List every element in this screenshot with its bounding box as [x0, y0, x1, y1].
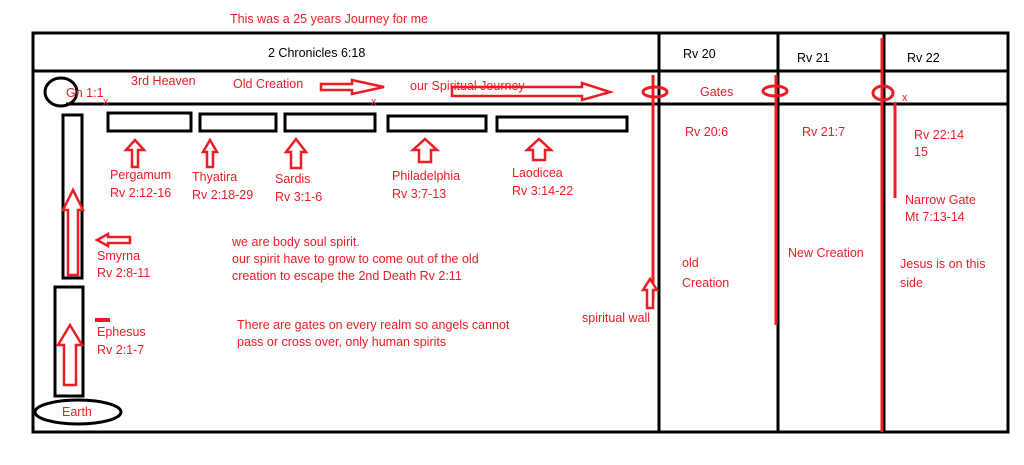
- earth-label: Earth: [62, 405, 92, 419]
- jesus-side-label: Jesus is on this side: [900, 256, 985, 292]
- arrow-right-icon: [450, 81, 615, 102]
- spiritual-wall-label: spiritual wall: [582, 311, 651, 325]
- philadelphia-box: [386, 114, 488, 133]
- church-name: Sardis: [275, 172, 311, 186]
- church-ref: Rv 3:14-22: [512, 184, 574, 198]
- laodicea-box: [495, 115, 629, 133]
- church-name: Smyrna: [97, 249, 141, 263]
- arrow-left-icon: [94, 231, 132, 249]
- church-ref: Rv 2:12-16: [110, 186, 172, 200]
- church-smyrna: Smyrna Rv 2:8-11: [97, 248, 150, 282]
- diagram-title: This was a 25 years Journey for me: [230, 12, 428, 26]
- header-main: 2 Chronicles 6:18: [268, 46, 366, 60]
- gate-ellipse-2: [761, 84, 789, 98]
- header-rv21: Rv 21: [797, 51, 830, 65]
- rv21-ref: Rv 21:7: [802, 125, 846, 139]
- label-line: Narrow Gate: [905, 193, 976, 207]
- note-gates-realm: There are gates on every realm so angels…: [237, 317, 509, 351]
- earth-ellipse: [33, 398, 123, 426]
- church-ref: Rv 3:1-6: [275, 190, 323, 204]
- label-line: Creation: [682, 276, 730, 290]
- arrow-up-icon: [409, 137, 441, 164]
- church-ref: Rv 2:8-11: [97, 266, 151, 280]
- ephesus-box: [53, 285, 85, 398]
- third-heaven-label: 3rd Heaven: [131, 74, 196, 88]
- church-ref: Rv 2:18-29: [192, 188, 254, 202]
- church-ref: Rv 2:1-7: [97, 343, 145, 357]
- note-line: our spirit have to grow to come out of t…: [232, 252, 479, 266]
- arrow-up-icon: [123, 138, 147, 169]
- arrow-up-icon: [523, 137, 555, 162]
- label-line: Jesus is on this: [900, 257, 986, 271]
- journey-label: our Spiritual Journey: [410, 79, 525, 93]
- church-ref: Rv 3:7-13: [392, 187, 447, 201]
- x-mark: x: [371, 96, 377, 108]
- gate-ellipse-1: [641, 85, 669, 99]
- x-mark: x: [902, 92, 908, 104]
- church-philadelphia: Philadelphia Rv 3:7-13: [392, 168, 460, 203]
- arrow-up-icon: [283, 136, 309, 170]
- church-name: Ephesus: [97, 325, 146, 339]
- note-line: we are body soul spirit.: [232, 235, 360, 249]
- church-ephesus: Ephesus Rv 2:1-7: [97, 324, 146, 359]
- church-name: Pergamum: [110, 168, 172, 182]
- arrow-up-icon: [60, 187, 86, 277]
- gates-label: Gates: [700, 85, 734, 99]
- narrow-gate-label: Narrow Gate Mt 7:13-14: [905, 192, 976, 226]
- church-name: Thyatira: [192, 170, 238, 184]
- church-name: Laodicea: [512, 166, 563, 180]
- gate-ellipse-3: [871, 84, 895, 102]
- church-pergamum: Pergamum Rv 2:12-16: [110, 167, 171, 202]
- x-mark: x: [103, 96, 109, 108]
- arrow-up-icon: [640, 276, 660, 310]
- sardis-box: [283, 112, 377, 133]
- smyrna-box: [61, 113, 84, 280]
- arrow-up-icon: [55, 322, 85, 387]
- note-line: There are gates on every realm so angels…: [237, 318, 510, 332]
- rv21-new-creation: New Creation: [788, 246, 864, 260]
- arrow-up-icon: [200, 137, 220, 169]
- label-line: side: [900, 276, 923, 290]
- label-line: Mt 7:13-14: [905, 210, 965, 224]
- label-line: old: [682, 256, 699, 270]
- gn-circle: [43, 76, 79, 108]
- pergamum-box: [106, 111, 193, 133]
- note-line: pass or cross over, only human spirits: [237, 335, 447, 349]
- rv20-ref: Rv 20:6: [685, 125, 729, 139]
- ref-line: 15: [914, 145, 928, 159]
- church-name: Philadelphia: [392, 169, 461, 183]
- outer-frame: [31, 31, 1010, 434]
- thyatira-box: [198, 112, 278, 133]
- arrow-right-icon: [319, 78, 385, 96]
- ref-line: Rv 22:14: [914, 128, 965, 142]
- church-sardis: Sardis Rv 3:1-6: [275, 171, 322, 206]
- rv22-ref: Rv 22:14 15: [914, 127, 964, 161]
- header-rv22: Rv 22: [907, 51, 940, 65]
- church-thyatira: Thyatira Rv 2:18-29: [192, 169, 253, 204]
- church-laodicea: Laodicea Rv 3:14-22: [512, 165, 573, 200]
- old-creation-label: Old Creation: [233, 77, 304, 91]
- gn-label: Gn 1:1: [66, 86, 104, 100]
- note-line: creation to escape the 2nd Death Rv 2:11: [232, 269, 462, 283]
- header-rv20: Rv 20: [683, 47, 716, 61]
- note-body-soul-spirit: we are body soul spirit. our spirit have …: [232, 234, 479, 285]
